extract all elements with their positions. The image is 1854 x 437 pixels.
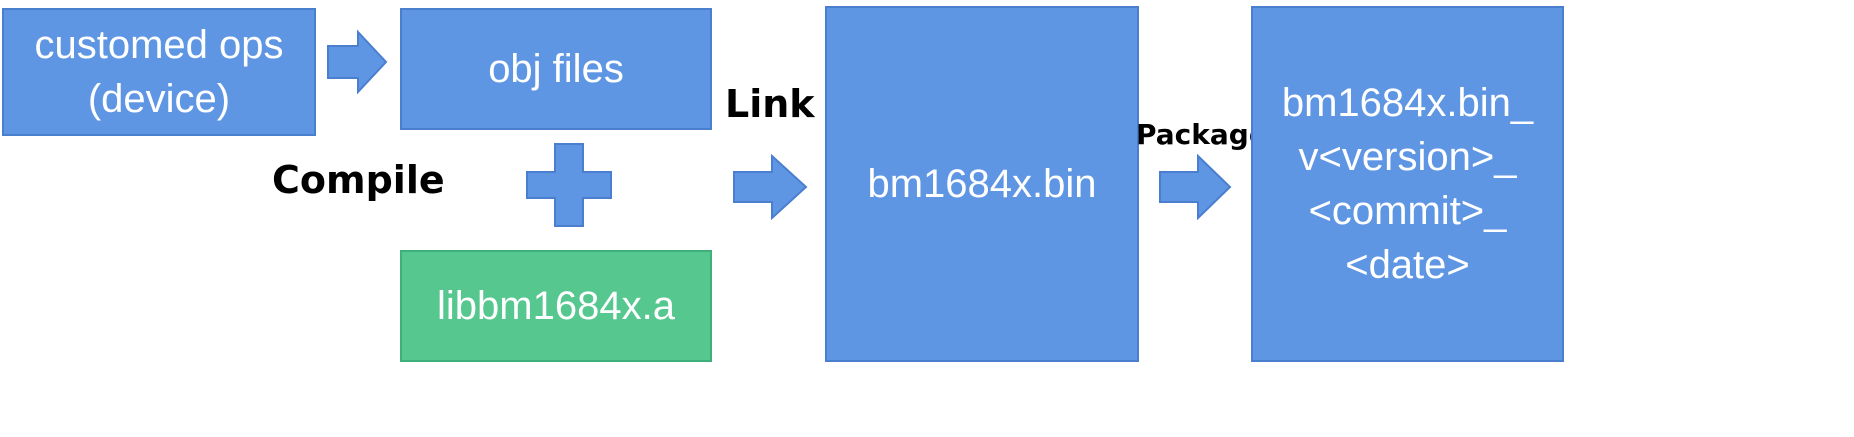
- link-label: Link: [725, 82, 815, 126]
- compile-label: Compile: [272, 158, 445, 202]
- arrow-right-icon: [733, 153, 808, 221]
- bm1684x-bin-box: bm1684x.bin: [825, 6, 1139, 362]
- package-output-line: v<version>_: [1298, 135, 1517, 179]
- customed-ops-label: customed ops: [34, 23, 284, 67]
- obj-files-box: obj files: [400, 8, 712, 130]
- package-output-line: <date>: [1345, 243, 1470, 287]
- libbm1684x-box: libbm1684x.a: [400, 250, 712, 362]
- package-output-box: bm1684x.bin_ v<version>_ <commit>_ <date…: [1251, 6, 1564, 362]
- plus-icon: [526, 143, 612, 227]
- package-output-line: bm1684x.bin_: [1281, 81, 1534, 125]
- arrow-right-icon: [327, 29, 388, 95]
- arrow-right-icon: [1159, 153, 1232, 221]
- package-output-line: <commit>_: [1308, 189, 1507, 233]
- customed-ops-box: customed ops (device): [2, 8, 316, 136]
- package-label: Package: [1136, 118, 1268, 151]
- customed-ops-sublabel: (device): [87, 77, 231, 121]
- bm1684x-bin-label: bm1684x.bin: [867, 161, 1097, 206]
- obj-files-label: obj files: [488, 46, 624, 91]
- libbm1684x-label: libbm1684x.a: [437, 283, 675, 328]
